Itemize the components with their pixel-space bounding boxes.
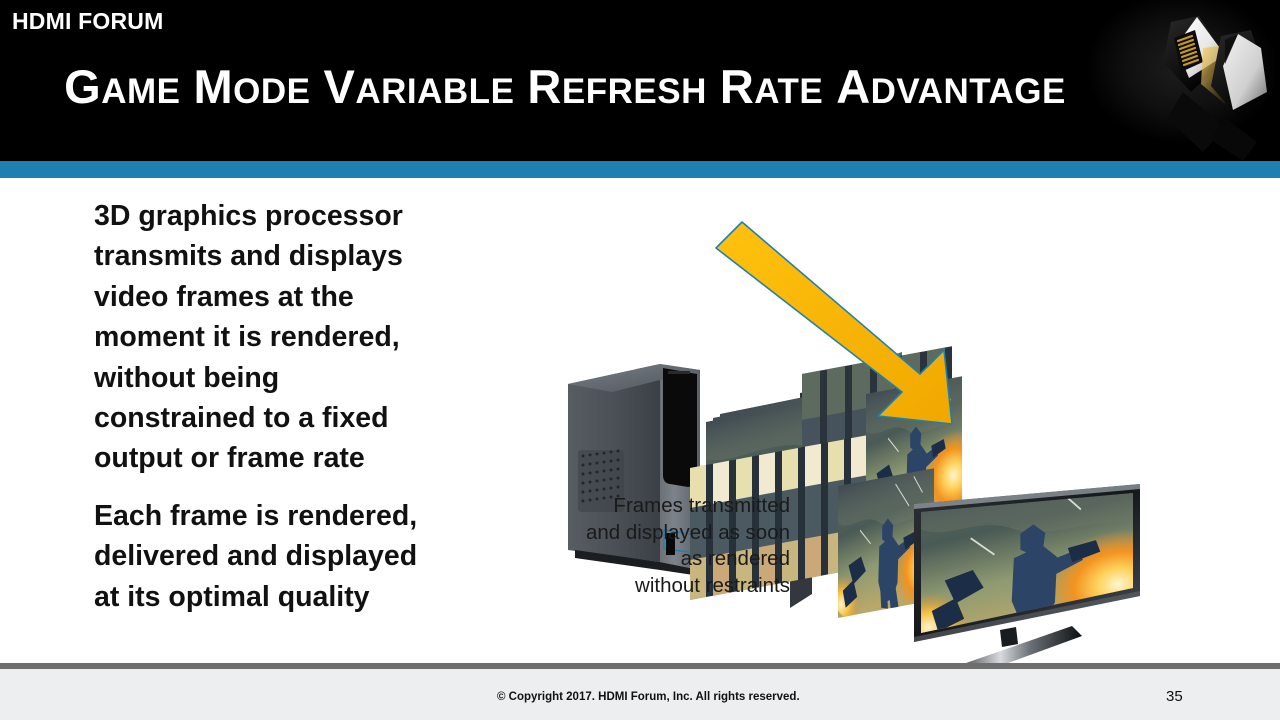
title-word: GAME (64, 60, 181, 113)
television-graphic (914, 484, 1140, 663)
frame-stack-comb-upper (804, 388, 820, 524)
body-text-block: 3D graphics processor transmits and disp… (94, 196, 439, 617)
caption-line: and displayed as soon (585, 520, 790, 544)
accent-bar (0, 161, 1280, 178)
frame-stack-top-row (806, 352, 902, 512)
copyright-text: © Copyright 2017. HDMI Forum, Inc. All r… (497, 691, 800, 703)
title-word: ADVANTAGE (836, 60, 1066, 113)
slide-body: 3D graphics processor transmits and disp… (0, 178, 1280, 663)
footer-divider (0, 663, 1280, 669)
frame-stack-back (790, 464, 812, 608)
diagram-caption: Frames transmitted and displayed as soon… (540, 493, 790, 599)
body-paragraph-1: 3D graphics processor transmits and disp… (94, 200, 403, 475)
frame-stack-front-face (838, 376, 962, 618)
page-number: 35 (1166, 688, 1183, 705)
frame-stack-graphic (790, 464, 812, 608)
caption-line: without restraints (635, 573, 790, 597)
body-paragraph-2: Each frame is rendered, delivered and di… (94, 499, 418, 613)
slide-footer: © Copyright 2017. HDMI Forum, Inc. All r… (0, 669, 1280, 720)
frame-stack-upper-right (802, 346, 952, 504)
title-word: MODE (193, 60, 311, 113)
flow-arrow (715, 221, 953, 425)
title-word: REFRESH (527, 60, 707, 113)
caption-line: as rendered (680, 547, 790, 570)
frame-stack-upper (800, 370, 930, 519)
caption-line: Frames transmitted (613, 494, 790, 517)
title-word: VARIABLE (323, 60, 515, 113)
title-word: RATE (719, 60, 824, 113)
hdmi-connector-icon (1075, 0, 1280, 161)
brand-label: HDMI FORUM (12, 8, 164, 34)
hdmi-connector-svg (1163, 16, 1271, 161)
